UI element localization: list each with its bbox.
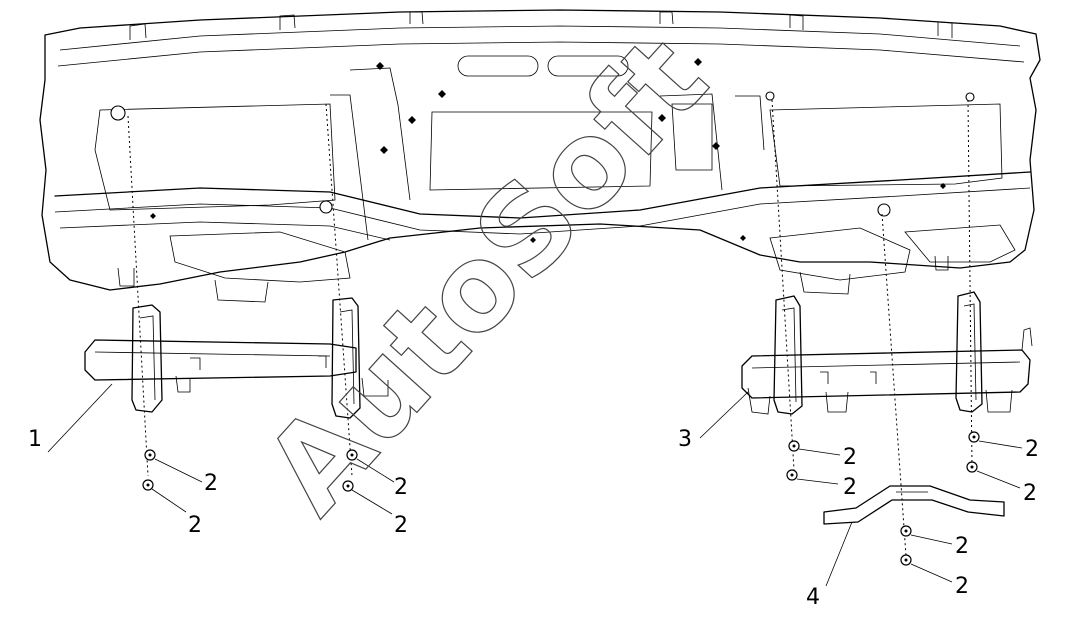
callout-2-i: 2 (955, 534, 969, 559)
part-1-left-bracket (84, 297, 389, 419)
callout-2-j: 2 (955, 574, 969, 599)
callout-2-f: 2 (843, 475, 857, 500)
callout-2-d: 2 (394, 513, 408, 538)
bolt-l1 (144, 449, 156, 461)
callout-2-c: 2 (394, 475, 408, 500)
bolt-s1 (900, 525, 912, 537)
bolt-r4 (966, 461, 978, 473)
bolt-s2 (900, 554, 912, 566)
part-4-support-bracket (823, 485, 1005, 525)
front-panel-assembly (39, 9, 1041, 303)
bolts-part-2 (142, 431, 980, 566)
callout-numbers: 1 2 2 2 2 3 2 2 2 2 2 2 4 (28, 427, 1039, 610)
bolt-l2 (142, 479, 154, 491)
bolt-r1 (788, 440, 800, 452)
part-3-right-bracket (741, 291, 1033, 415)
alignment-lines (127, 99, 973, 557)
callout-2-e: 2 (843, 445, 857, 470)
callout-2-h: 2 (1023, 481, 1037, 506)
callout-2-a: 2 (204, 471, 218, 496)
bolt-r2 (786, 469, 798, 481)
bolt-l4 (342, 480, 354, 492)
callout-4: 4 (806, 585, 820, 610)
leader-lines (47, 383, 1023, 587)
callout-2-b: 2 (188, 513, 202, 538)
callout-1: 1 (28, 427, 42, 452)
bolt-r3 (968, 431, 980, 443)
watermark: AutoSoft (238, 10, 733, 538)
callout-2-g: 2 (1025, 437, 1039, 462)
callout-3: 3 (678, 427, 692, 452)
panel-markers (150, 58, 946, 243)
bolt-l3 (346, 449, 358, 461)
